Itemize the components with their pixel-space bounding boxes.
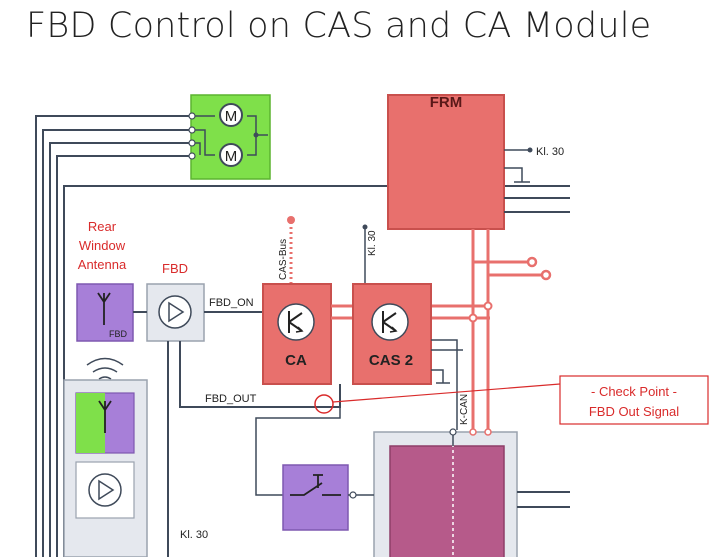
svg-text:Window: Window — [79, 238, 126, 253]
callout-line1: - Check Point - — [591, 384, 677, 399]
rear-window-antenna-label: Rear Window Antenna — [78, 219, 127, 272]
switch-module — [255, 407, 374, 531]
frm-module: FRM Kl. 30 — [387, 94, 570, 230]
check-point-marker — [314, 394, 334, 414]
antenna-icon — [98, 400, 112, 433]
callout-box — [559, 375, 709, 425]
cas2-label: CAS 2 — [369, 352, 413, 369]
kl30-vertical-label: Kl. 30 — [367, 230, 378, 256]
cas-bus: CAS-Bus — [278, 216, 295, 284]
check-point-callout: - Check Point - FBD Out Signal — [314, 375, 709, 425]
fbd-on-label: FBD_ON — [209, 297, 254, 309]
k-can-label: K-CAN — [459, 394, 470, 425]
frm-ground-icon — [504, 167, 530, 183]
antenna-module-label: FBD — [109, 329, 128, 339]
kl30-frm-label: Kl. 30 — [536, 146, 564, 158]
svg-text:Rear: Rear — [88, 219, 117, 234]
svg-text:Antenna: Antenna — [78, 257, 127, 272]
slide-title: FBD Control on CAS and CA Module — [26, 6, 652, 46]
antenna-module: FBD — [76, 283, 134, 342]
antenna-icon — [97, 292, 111, 325]
fbd-out-label: FBD_OUT — [205, 393, 257, 405]
remote-key-device — [63, 357, 148, 557]
ca-label: CA — [285, 352, 307, 369]
body-module — [373, 428, 570, 557]
kl30-cas2: Kl. 30 — [362, 224, 378, 284]
amplifier-icon — [98, 479, 115, 501]
frm-label: FRM — [430, 94, 463, 111]
fbd-module — [146, 283, 205, 342]
wireless-icon — [86, 357, 124, 380]
amplifier-icon — [168, 301, 185, 323]
cas2-module: CAS 2 — [352, 283, 432, 385]
cas2-ground-icon — [431, 369, 450, 384]
frm-bus-lines — [431, 229, 545, 440]
motor-top-label: M — [225, 108, 238, 125]
motor-top-icon — [219, 103, 243, 127]
ca-module: CA — [262, 283, 332, 385]
motor-block: M M — [188, 94, 271, 180]
fbd-label: FBD — [162, 261, 188, 276]
motor-bottom-icon — [219, 143, 243, 167]
switch-icon — [290, 474, 341, 496]
callout-line2: FBD Out Signal — [589, 404, 679, 419]
cas-bus-label: CAS-Bus — [278, 239, 289, 280]
kl30-bottom-label: Kl. 30 — [180, 529, 208, 541]
motor-bottom-label: M — [225, 148, 238, 165]
